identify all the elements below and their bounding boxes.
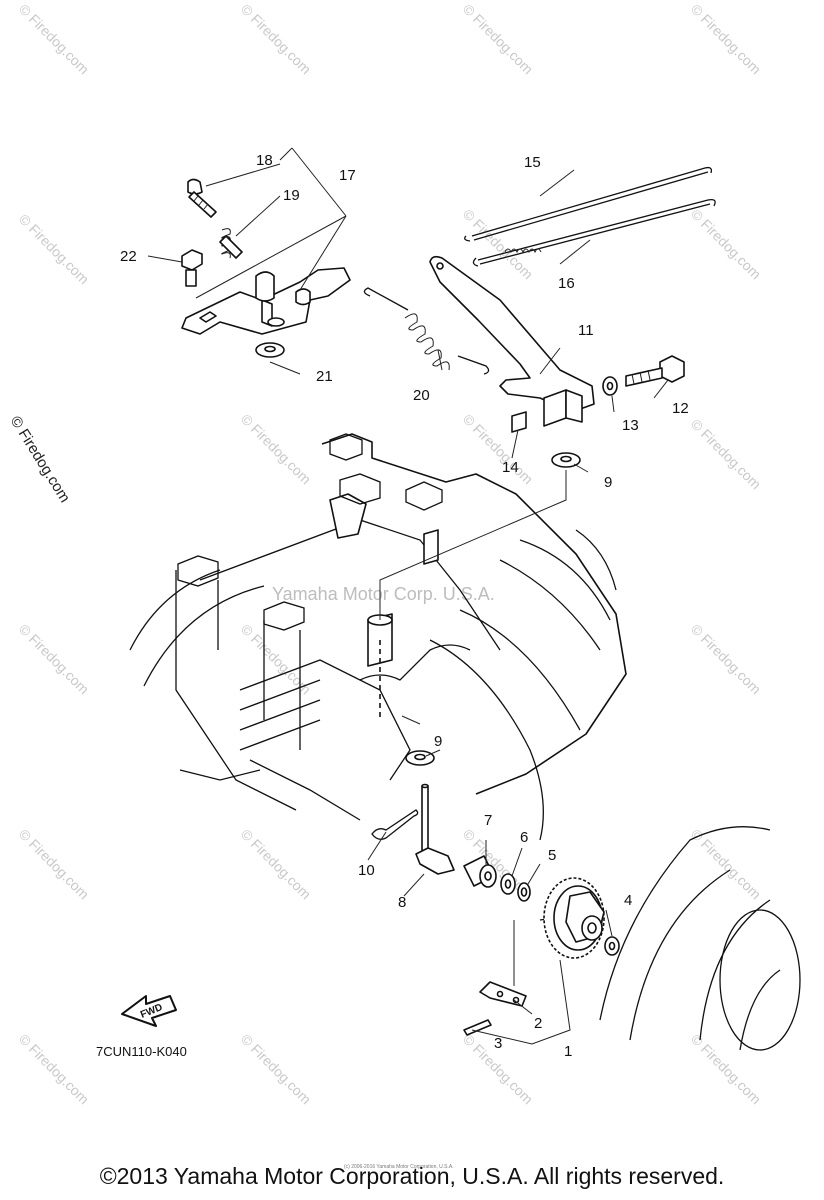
callout-3: 3 [494,1035,502,1052]
leader-lines [147,147,669,1045]
callout-12: 12 [672,400,689,417]
shaft-8 [415,783,455,875]
callout-1: 1 [564,1043,572,1060]
callout-20: 20 [413,387,430,404]
callout-4: 4 [624,892,632,909]
watermark-text: © Firedog.com [688,416,764,492]
washer-13 [602,376,618,396]
bolt-12 [625,355,685,387]
screw-18 [187,178,217,218]
spring-20 [363,287,490,375]
watermark-text: © Firedog.com [16,1031,92,1107]
callout-21: 21 [316,368,333,385]
callout-7: 7 [484,812,492,829]
callout-13: 13 [622,417,639,434]
callout-14: 14 [502,459,519,476]
governor-gear-1 [543,877,605,959]
callout-2: 2 [534,1015,542,1032]
watermark-text: © Firedog.com [460,1,536,77]
watermark-text: © Firedog.com [688,206,764,282]
watermark-text: © Firedog.com [688,1031,764,1107]
watermark-text: © Firedog.com [238,621,314,697]
watermark-text: © Firedog.com [16,1,92,77]
callout-15: 15 [524,154,541,171]
pin-3 [463,1019,492,1036]
watermark-text: © Firedog.com [238,1,314,77]
bolt-22 [181,249,203,287]
lever-11 [429,255,595,433]
rod-16 [472,198,716,267]
bracket-assembly-17 [181,267,351,335]
watermark-text: © Firedog.com [16,621,92,697]
watermark-text: © Firedog.com [16,826,92,902]
watermark-text: © Firedog.com [16,211,92,287]
fine-print: (c) 2006-2016 Yamaha Motor Corporation, … [344,1164,454,1170]
watermark-text: © Firedog.com [688,1,764,77]
diagram-code: 7CUN110-K040 [96,1044,187,1059]
callout-18: 18 [256,152,273,169]
watermark-layer: © Firedog.com © Firedog.com © Firedog.co… [16,1,764,1107]
callout-17: 17 [339,167,356,184]
side-watermark: © Firedog.com [7,413,74,506]
callout-11: 11 [578,322,594,339]
callouts: 18 17 19 22 21 15 16 11 20 12 13 14 9 9 … [120,152,689,1060]
callout-8: 8 [398,894,406,911]
washer-6 [500,873,516,895]
rod-15 [464,166,713,242]
washer-5 [517,882,531,902]
spring-19 [219,228,243,259]
callout-22: 22 [120,248,137,265]
clip-10 [371,809,419,840]
callout-6: 6 [520,829,528,846]
fwd-arrow: FWD [121,995,177,1027]
callout-5: 5 [548,847,556,864]
callout-19: 19 [283,187,300,204]
watermark-center-text: Yamaha Motor Corp. U.S.A. [272,584,495,604]
leader-line [379,470,567,620]
callout-10: 10 [358,862,375,879]
callout-9-top: 9 [604,474,612,491]
callout-9-bottom: 9 [434,733,442,750]
crankcase-right [599,826,801,1051]
watermark-text: © Firedog.com [238,826,314,902]
washer-4 [604,936,620,956]
watermark-text: © Firedog.com [460,206,536,282]
washer-9-top [551,452,581,468]
watermark-text: © Firedog.com [238,1031,314,1107]
callout-16: 16 [558,275,575,292]
watermark-text: © Firedog.com [688,826,764,902]
copyright-footer: ©2013 Yamaha Motor Corporation, U.S.A. A… [99,1163,725,1189]
clip-2 [479,981,527,1007]
watermark-text: © Firedog.com [688,621,764,697]
washer-21 [255,342,285,358]
leader-line [401,715,421,725]
engine-casing [129,433,627,921]
washer-9-bottom [405,750,435,766]
watermark-text: © Firedog.com [238,411,314,487]
